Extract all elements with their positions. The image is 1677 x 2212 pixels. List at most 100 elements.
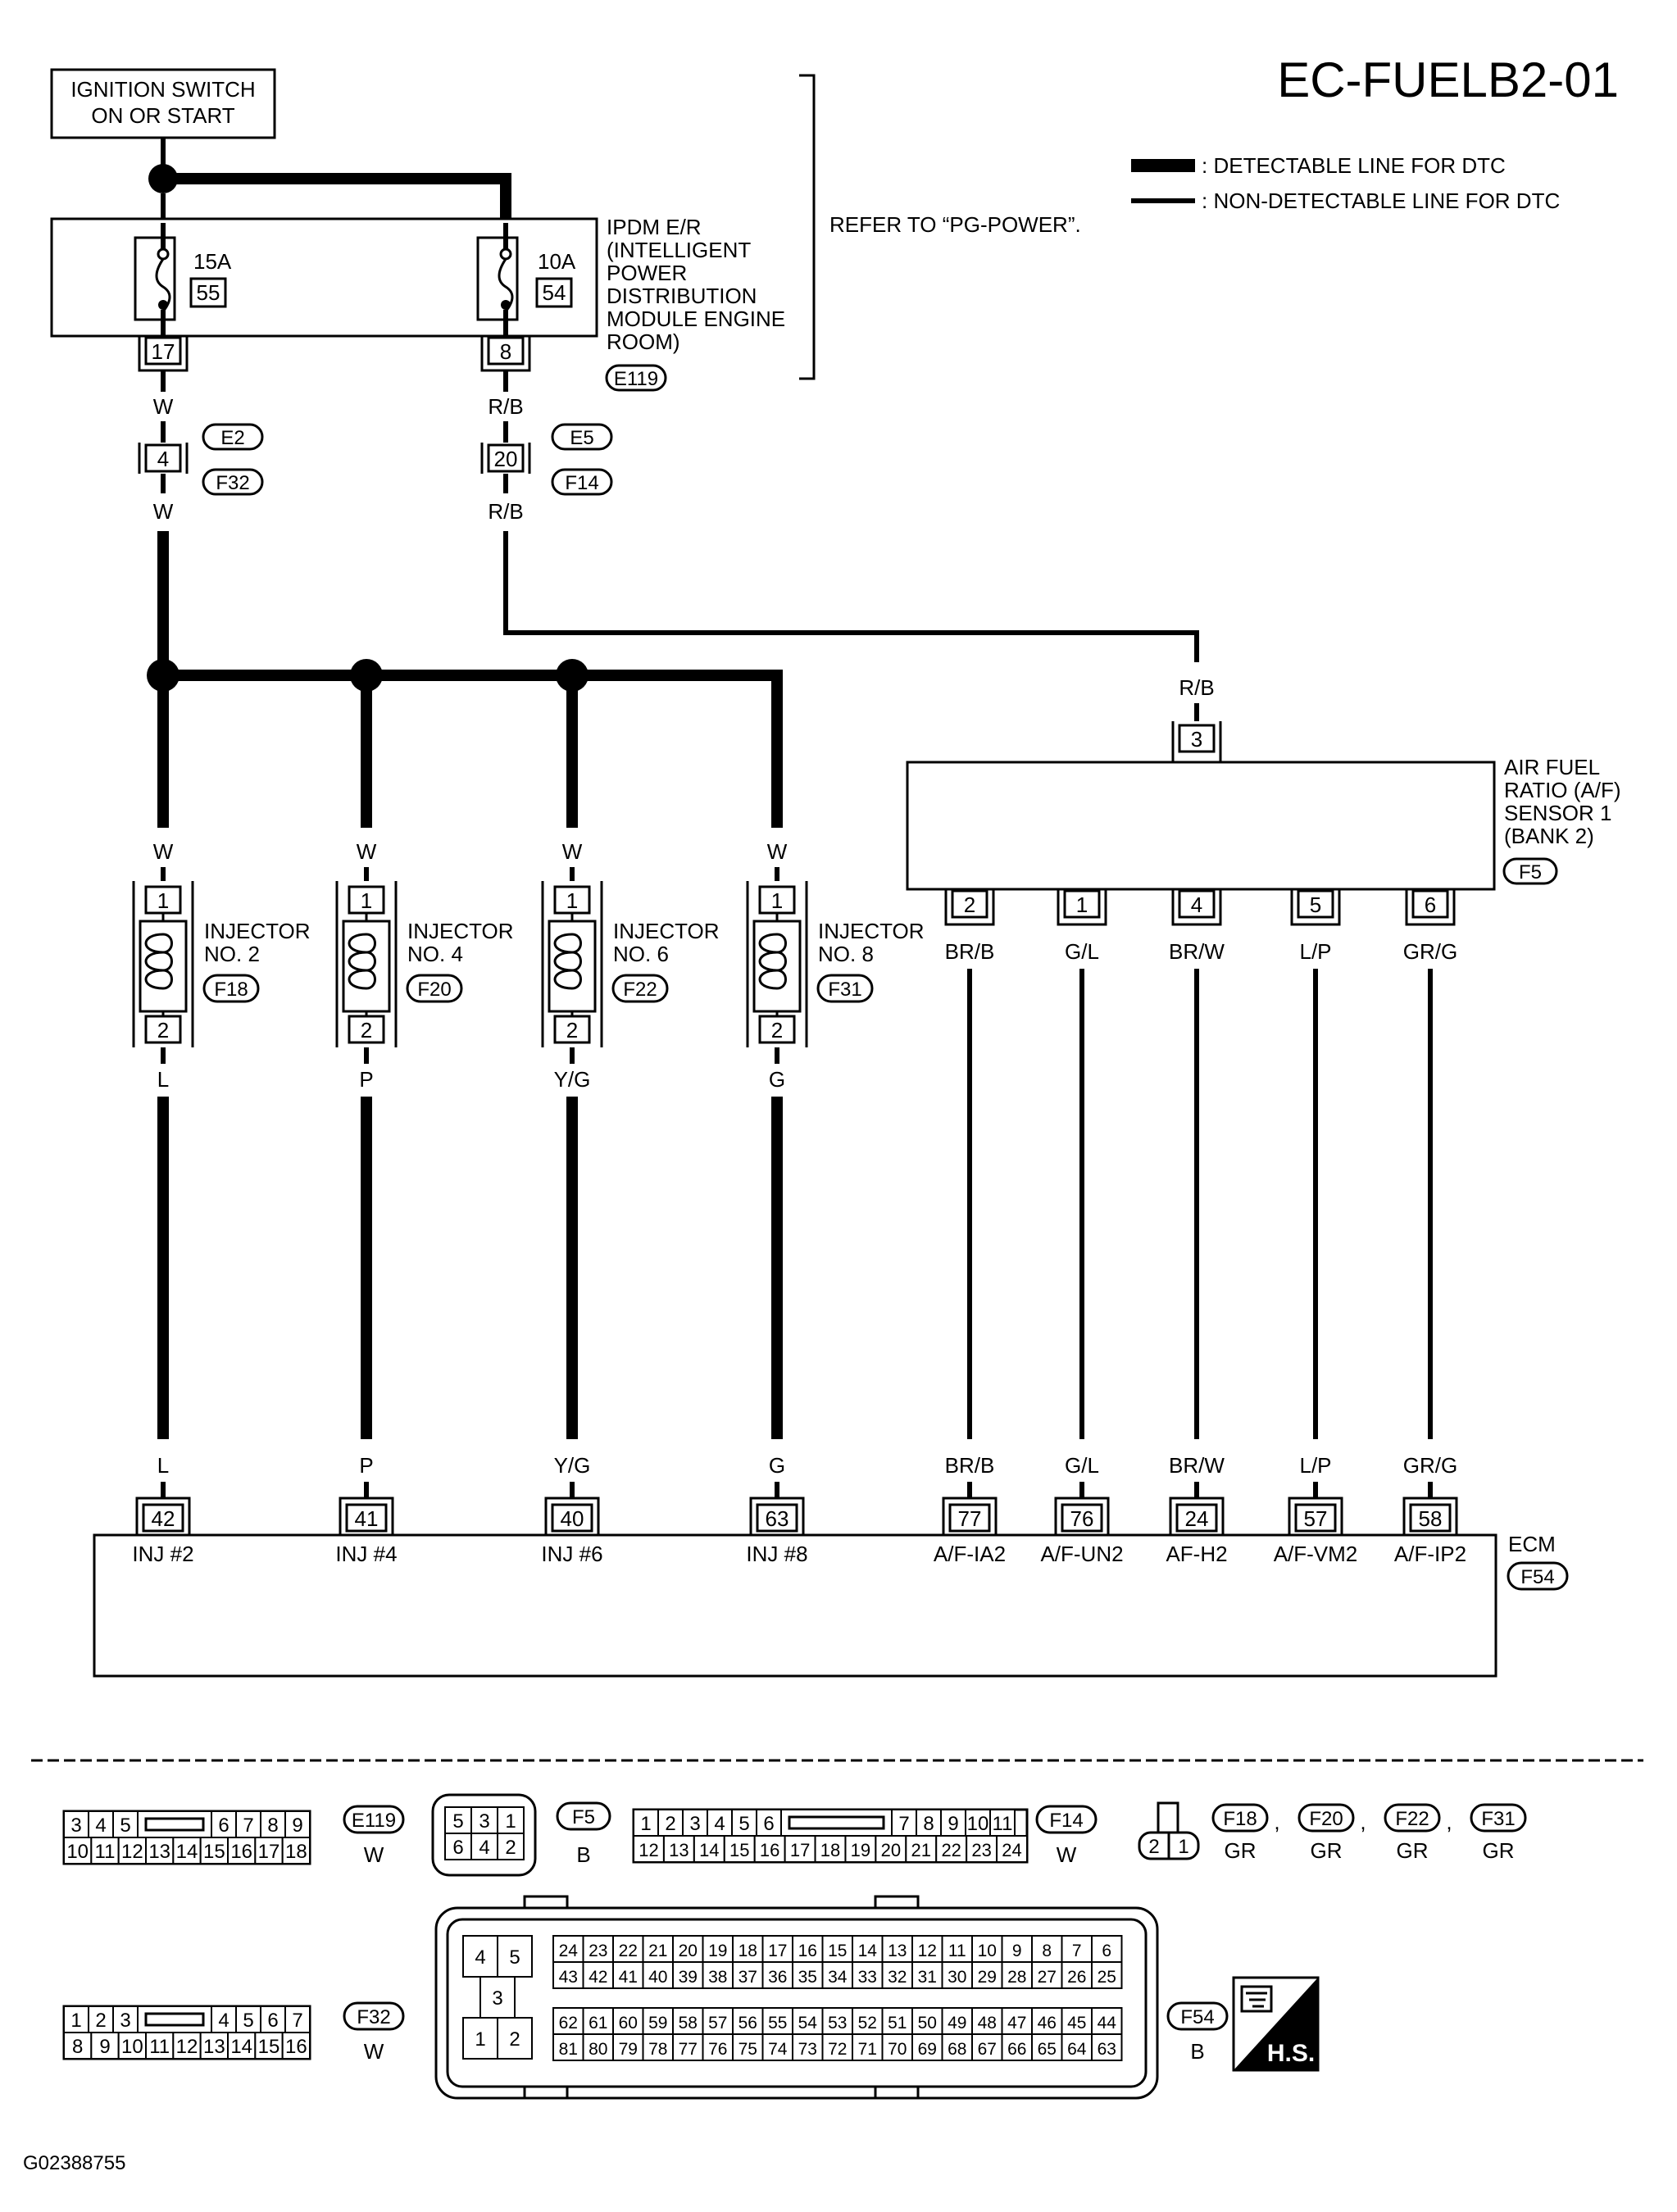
connector-color: GR bbox=[1225, 1838, 1257, 1863]
svg-text:38: 38 bbox=[708, 1968, 727, 1987]
connector-tag-f22: F22 bbox=[611, 974, 669, 1003]
svg-text:23: 23 bbox=[589, 1942, 607, 1960]
svg-text:42: 42 bbox=[152, 1506, 175, 1531]
wire-color-rb-bottom: R/B bbox=[488, 499, 523, 524]
diagram-title: EC-FUELB2-01 bbox=[1277, 52, 1619, 107]
svg-text:8: 8 bbox=[500, 339, 511, 364]
svg-text:16: 16 bbox=[798, 1942, 817, 1960]
connector-tag-f54 bbox=[1507, 1561, 1569, 1591]
svg-text:74: 74 bbox=[768, 2040, 788, 2059]
svg-text:69: 69 bbox=[918, 2040, 937, 2059]
svg-text:11: 11 bbox=[993, 1813, 1013, 1835]
svg-text:76: 76 bbox=[708, 2040, 727, 2059]
svg-text:27: 27 bbox=[1038, 1968, 1057, 1987]
svg-text:F31: F31 bbox=[1481, 1808, 1515, 1830]
svg-text:60: 60 bbox=[619, 2014, 638, 2033]
svg-text:2: 2 bbox=[1148, 1836, 1159, 1858]
ecm-pin-57: 57A/F-VM2 bbox=[1274, 1497, 1358, 1566]
svg-text:9: 9 bbox=[292, 1815, 302, 1837]
svg-text:6: 6 bbox=[267, 2010, 278, 2032]
svg-text:5: 5 bbox=[1310, 893, 1321, 917]
svg-text:14: 14 bbox=[858, 1942, 878, 1960]
injector-number: NO. 6 bbox=[613, 942, 669, 966]
svg-text:68: 68 bbox=[948, 2040, 966, 2059]
svg-text:F54: F54 bbox=[1180, 2006, 1214, 2028]
svg-text:52: 52 bbox=[858, 2014, 877, 2033]
svg-text:57: 57 bbox=[708, 2014, 727, 2033]
svg-text:80: 80 bbox=[589, 2040, 607, 2059]
svg-text:2: 2 bbox=[157, 1018, 169, 1042]
connector-tag-f14: F14 bbox=[551, 468, 613, 496]
svg-text:MODULE ENGINE: MODULE ENGINE bbox=[607, 307, 785, 331]
svg-text:F20: F20 bbox=[417, 979, 451, 1001]
legend-detectable-label: : DETECTABLE LINE FOR DTC bbox=[1202, 153, 1506, 178]
ecm-wire-color: G/L bbox=[1065, 1453, 1099, 1478]
ecm-pin-name: A/F-VM2 bbox=[1274, 1542, 1358, 1566]
ecm-wire-color: L/P bbox=[1299, 1453, 1331, 1478]
legend: : DETECTABLE LINE FOR DTC : NON-DETECTAB… bbox=[1131, 153, 1560, 213]
svg-text:20: 20 bbox=[881, 1840, 901, 1860]
injector-pin-bottom bbox=[758, 1015, 796, 1044]
separator: , bbox=[1274, 1810, 1279, 1834]
connector-color: B bbox=[576, 1842, 590, 1867]
injector-wire-color-in: W bbox=[767, 839, 788, 864]
injector-wire-color-out: P bbox=[359, 1067, 373, 1092]
svg-text:12: 12 bbox=[639, 1840, 658, 1860]
svg-text:F22: F22 bbox=[623, 979, 657, 1001]
svg-text:75: 75 bbox=[739, 2040, 757, 2059]
svg-text:76: 76 bbox=[1070, 1506, 1094, 1531]
svg-text:2: 2 bbox=[361, 1018, 372, 1042]
connector-color: GR bbox=[1397, 1838, 1429, 1863]
bus-splice-3 bbox=[556, 659, 589, 692]
svg-text:F5: F5 bbox=[572, 1806, 595, 1828]
svg-text:17: 17 bbox=[790, 1840, 810, 1860]
svg-text:1: 1 bbox=[640, 1813, 651, 1835]
ecm-wire-color: BR/B bbox=[945, 1453, 995, 1478]
svg-text:15: 15 bbox=[729, 1840, 749, 1860]
svg-text:4: 4 bbox=[95, 1815, 106, 1837]
svg-text:49: 49 bbox=[948, 2014, 966, 2033]
af-supply-pin: 3 bbox=[1191, 727, 1202, 752]
svg-text:8: 8 bbox=[72, 2036, 83, 2058]
ecm-pin-name: AF-H2 bbox=[1166, 1542, 1227, 1566]
ecm-pin-name: INJ #8 bbox=[746, 1542, 807, 1566]
svg-text:45: 45 bbox=[1067, 2014, 1086, 2033]
joint-connector-20: 20 bbox=[480, 443, 531, 474]
svg-text:14: 14 bbox=[176, 1841, 198, 1863]
svg-text:20: 20 bbox=[679, 1942, 698, 1960]
ecm-wire-color: P bbox=[359, 1453, 373, 1478]
connector-tag-e2: E2 bbox=[202, 423, 264, 451]
connector-color: W bbox=[364, 2039, 384, 2064]
svg-text:4: 4 bbox=[714, 1813, 725, 1835]
svg-text:1: 1 bbox=[566, 888, 578, 913]
connector-color: B bbox=[1190, 2039, 1204, 2064]
injector-wire-color-in: W bbox=[562, 839, 583, 864]
connector-color: GR bbox=[1483, 1838, 1515, 1863]
svg-text:25: 25 bbox=[1098, 1968, 1116, 1987]
svg-text:F54: F54 bbox=[1520, 1566, 1554, 1588]
svg-text:5: 5 bbox=[452, 1810, 463, 1833]
svg-text:40: 40 bbox=[648, 1968, 667, 1987]
svg-text:18: 18 bbox=[285, 1841, 307, 1863]
svg-text:18: 18 bbox=[739, 1942, 757, 1960]
af-wire-color: L/P bbox=[1299, 939, 1331, 964]
ecm-pin-77: 77A/F-IA2 bbox=[934, 1497, 1006, 1566]
fuse-54-rating: 10A bbox=[538, 249, 576, 274]
svg-text:24: 24 bbox=[559, 1942, 579, 1960]
svg-text:1: 1 bbox=[1178, 1836, 1188, 1858]
svg-text:8: 8 bbox=[1042, 1942, 1052, 1960]
svg-text:12: 12 bbox=[121, 1841, 143, 1863]
fuse-55-rating: 15A bbox=[193, 249, 232, 274]
svg-text:5: 5 bbox=[243, 2010, 253, 2032]
af-sensor-body bbox=[906, 761, 1496, 891]
svg-text:67: 67 bbox=[978, 2040, 997, 2059]
connector-color: W bbox=[1057, 1842, 1077, 1867]
svg-text:24: 24 bbox=[1185, 1506, 1209, 1531]
svg-text:42: 42 bbox=[589, 1968, 607, 1987]
